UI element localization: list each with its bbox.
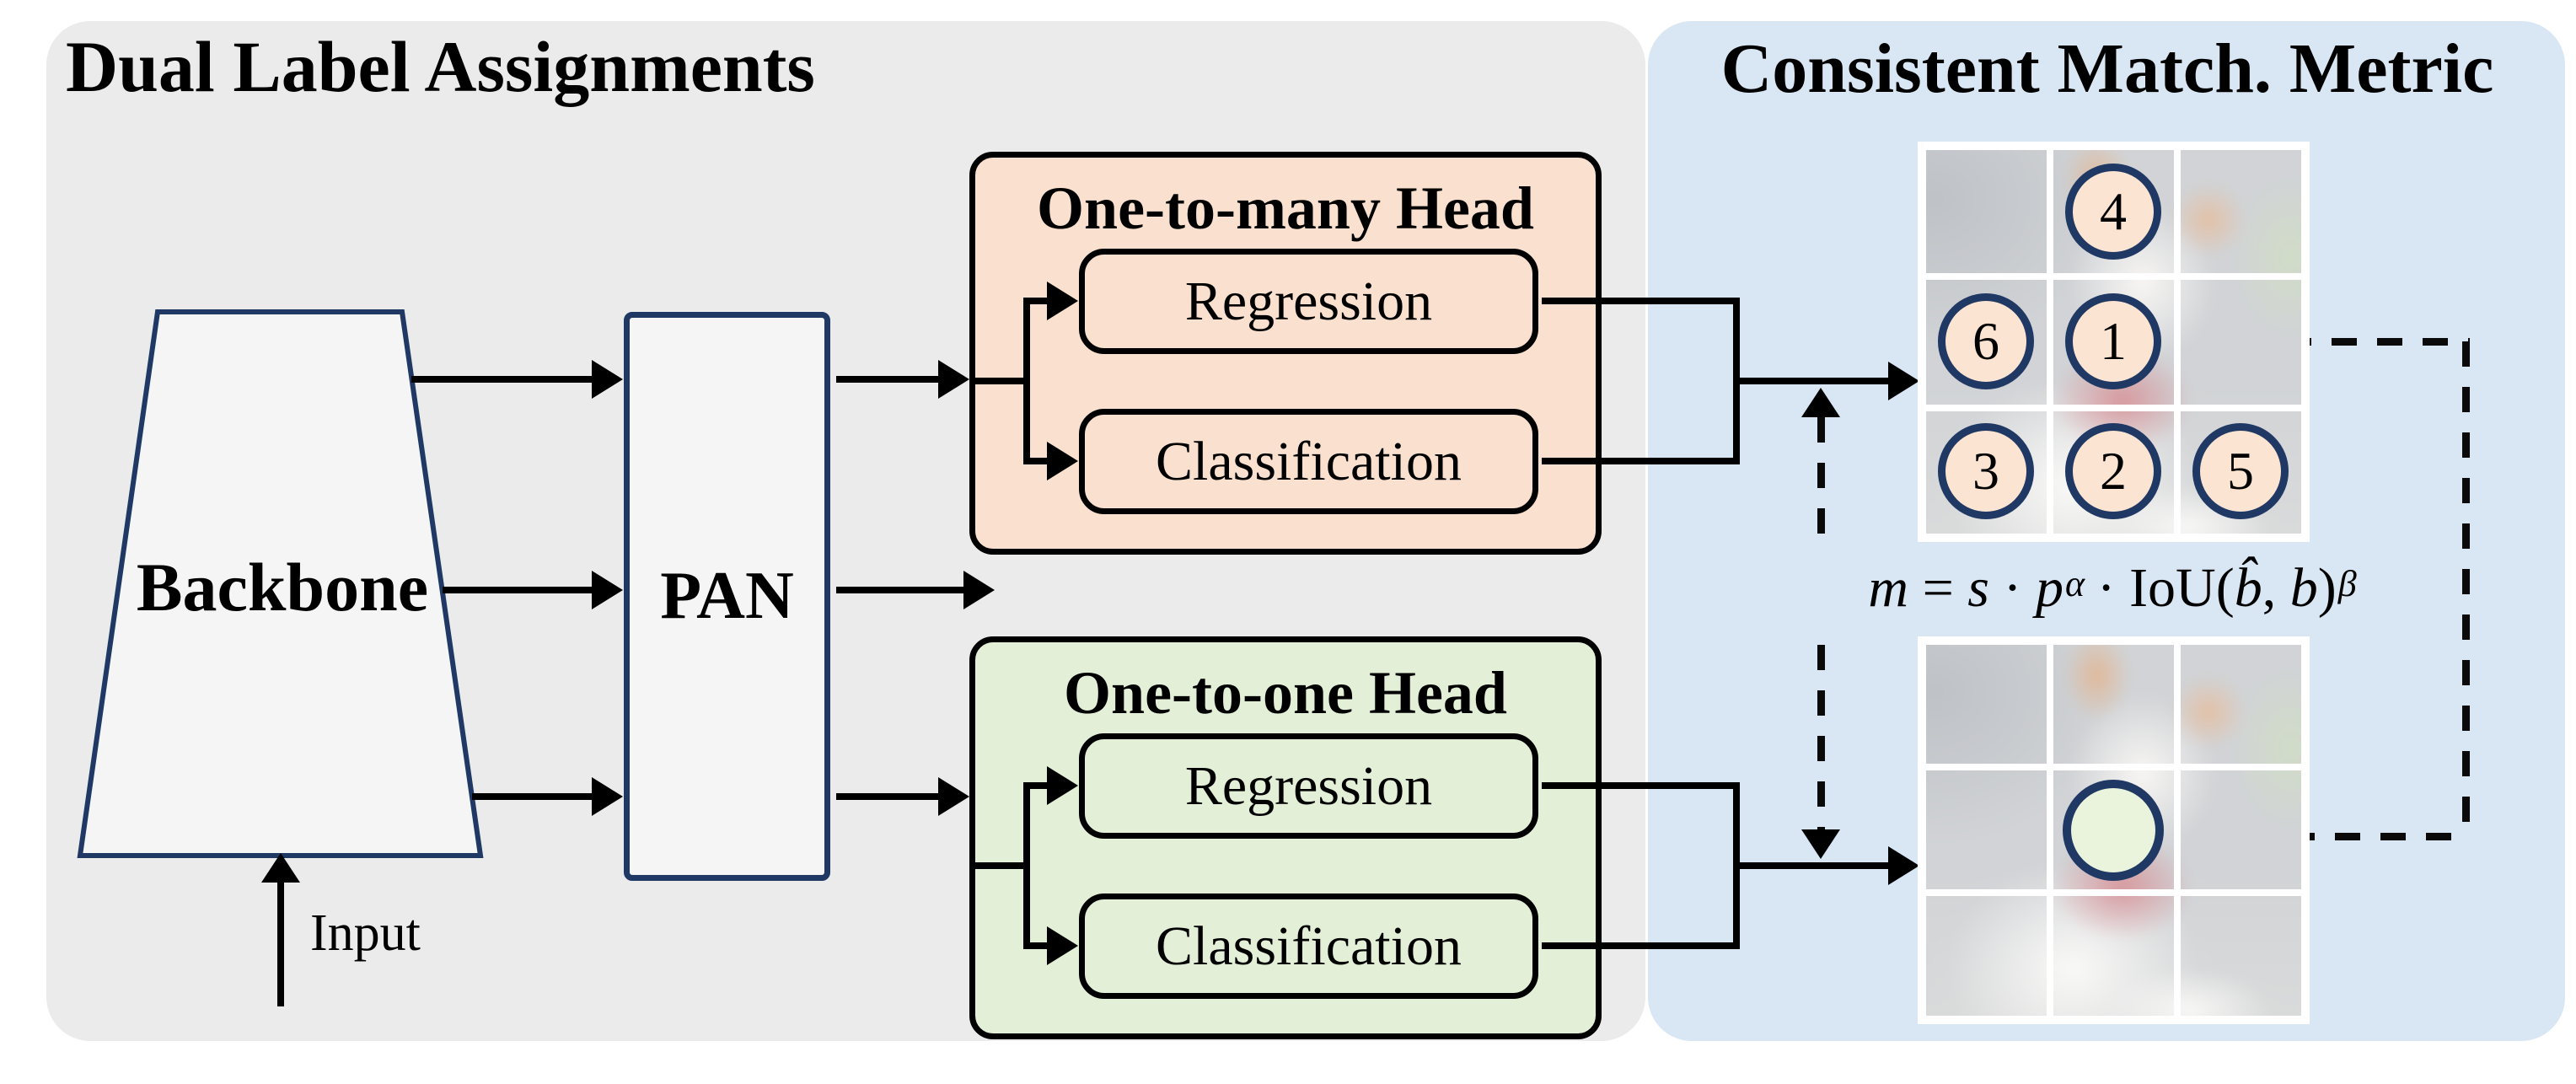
anchor-rank: 6	[1972, 311, 1999, 371]
anchor-rank: 2	[2100, 441, 2127, 501]
grid-line	[2174, 150, 2181, 534]
anchor-rank: 3	[1972, 441, 1999, 501]
grid-line	[1926, 764, 2301, 770]
oto-classification-box: Classification	[1079, 893, 1538, 999]
selected-anchor-circle	[2063, 780, 2164, 881]
formula-m: m	[1868, 557, 1909, 619]
one-to-one-head-title: One-to-one Head	[1064, 659, 1507, 727]
anchor-circle: 5	[2192, 423, 2289, 519]
arrowhead-right-icon	[1888, 846, 1919, 885]
formula-paren: )	[2317, 557, 2337, 619]
grid-line	[1926, 889, 2301, 896]
right-panel-title: Consistent Match. Metric	[1720, 30, 2494, 108]
oto-classification-label: Classification	[1156, 915, 1462, 977]
backbone-pan-line-mid	[443, 587, 595, 593]
oto-regression-label: Regression	[1184, 754, 1433, 817]
arrowhead-up-icon	[1801, 388, 1840, 417]
grid-line	[2047, 645, 2053, 1016]
anchor-circle: 6	[1938, 293, 2034, 389]
backbone-trapezoid-shape	[77, 309, 484, 858]
arrowhead-right-icon	[1888, 362, 1919, 400]
arrowhead-right-icon	[938, 360, 969, 399]
grid-line	[1926, 405, 2301, 411]
otm-classification-label: Classification	[1156, 430, 1462, 492]
arrowhead-right-icon	[963, 571, 995, 609]
pan-otm-line	[836, 376, 942, 383]
formula-paren: (	[2215, 557, 2235, 619]
grid-line	[2174, 645, 2181, 1016]
anchor-rank: 4	[2100, 181, 2127, 241]
arrowhead-right-icon	[1047, 926, 1078, 965]
otm-reg-arrow-line	[1027, 298, 1049, 304]
otm-cls-out-line	[1542, 458, 1740, 464]
oto-to-grid-line	[1736, 862, 1890, 869]
formula-s: s	[1967, 557, 1989, 619]
arrowhead-right-icon	[592, 360, 623, 399]
oto-cls-arrow-line	[1027, 942, 1049, 949]
formula-comma: ,	[2262, 557, 2290, 619]
formula-beta: β	[2337, 562, 2357, 604]
oto-input-stub	[969, 862, 1027, 869]
one-to-many-assignment-grid: 4 6 1 3 2 5	[1918, 142, 2310, 542]
pan-mid-line	[836, 587, 967, 593]
grid-line	[1926, 273, 2301, 280]
formula-dot: ·	[1988, 557, 2036, 619]
otm-regression-box: Regression	[1079, 249, 1538, 354]
arrowhead-right-icon	[1047, 442, 1078, 480]
input-arrow-line	[277, 865, 284, 1006]
otm-regression-label: Regression	[1184, 270, 1433, 332]
anchor-circle: 3	[1938, 423, 2034, 519]
formula-b-hat: b̂	[2234, 557, 2262, 619]
one-to-many-head-title: One-to-many Head	[1037, 174, 1534, 242]
input-label: Input	[310, 904, 421, 962]
anchor-circle: 2	[2065, 423, 2161, 519]
formula-iou: IoU	[2129, 557, 2216, 619]
arrowhead-down-icon	[1801, 829, 1840, 859]
backbone-pan-line-top	[411, 376, 595, 383]
oto-reg-out-line	[1542, 782, 1740, 789]
anchor-rank: 5	[2227, 441, 2254, 501]
arrowhead-right-icon	[1047, 766, 1078, 805]
arrowhead-right-icon	[592, 571, 623, 609]
formula-dot: ·	[2083, 557, 2130, 619]
one-to-one-assignment-grid	[1918, 636, 2310, 1024]
otm-branch-line	[1023, 298, 1030, 464]
anchor-rank: 1	[2100, 311, 2127, 371]
arrowhead-right-icon	[592, 777, 623, 816]
formula-alpha: α	[2064, 562, 2085, 604]
arrowhead-right-icon	[1047, 282, 1078, 320]
metric-dashed-bottom-line	[2198, 833, 2470, 840]
oto-cls-out-line	[1542, 942, 1740, 949]
anchor-circle: 4	[2065, 164, 2161, 260]
oto-reg-arrow-line	[1027, 782, 1049, 789]
anchor-circle: 1	[2065, 293, 2161, 389]
left-panel-title: Dual Label Assignments	[66, 26, 815, 107]
backbone-label: Backbone	[136, 549, 429, 625]
formula-b: b	[2289, 557, 2318, 619]
grid-line	[2047, 150, 2053, 534]
pan-label: PAN	[660, 559, 794, 633]
backbone-pan-line-bottom	[472, 793, 595, 800]
otm-cls-arrow-line	[1027, 458, 1049, 464]
pan-box: PAN	[624, 312, 830, 881]
otm-classification-box: Classification	[1079, 409, 1538, 514]
formula-p: p	[2035, 557, 2063, 619]
otm-reg-out-line	[1542, 298, 1740, 304]
oto-regression-box: Regression	[1079, 733, 1538, 839]
metric-dashed-vertical-line	[2462, 341, 2470, 836]
oto-branch-line	[1023, 782, 1030, 949]
formula-eq: =	[1908, 557, 1968, 619]
pan-oto-line	[836, 793, 942, 800]
arrowhead-up-icon	[261, 853, 300, 883]
otm-to-grid-line	[1736, 378, 1890, 384]
arrowhead-right-icon	[938, 777, 969, 816]
otm-input-stub	[969, 378, 1027, 384]
metric-dashed-top-line	[2195, 338, 2470, 346]
